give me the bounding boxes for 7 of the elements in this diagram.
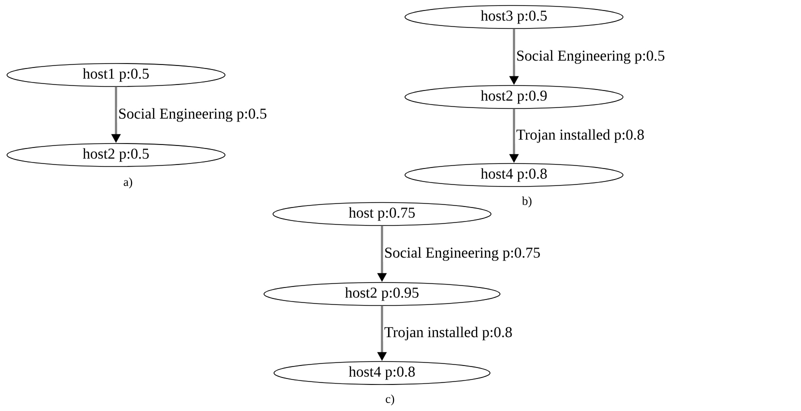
edge-label: Social Engineering p:0.5 bbox=[517, 50, 664, 64]
panel-label: a) bbox=[124, 178, 132, 188]
edge-label: Trojan installed p:0.8 bbox=[516, 129, 644, 143]
edge-label: Social Engineering p:0.75 bbox=[385, 247, 540, 261]
edge-label: Social Engineering p:0.5 bbox=[119, 108, 266, 122]
edge-label: Trojan installed p:0.8 bbox=[384, 326, 512, 340]
panel-label: b) bbox=[522, 196, 532, 208]
